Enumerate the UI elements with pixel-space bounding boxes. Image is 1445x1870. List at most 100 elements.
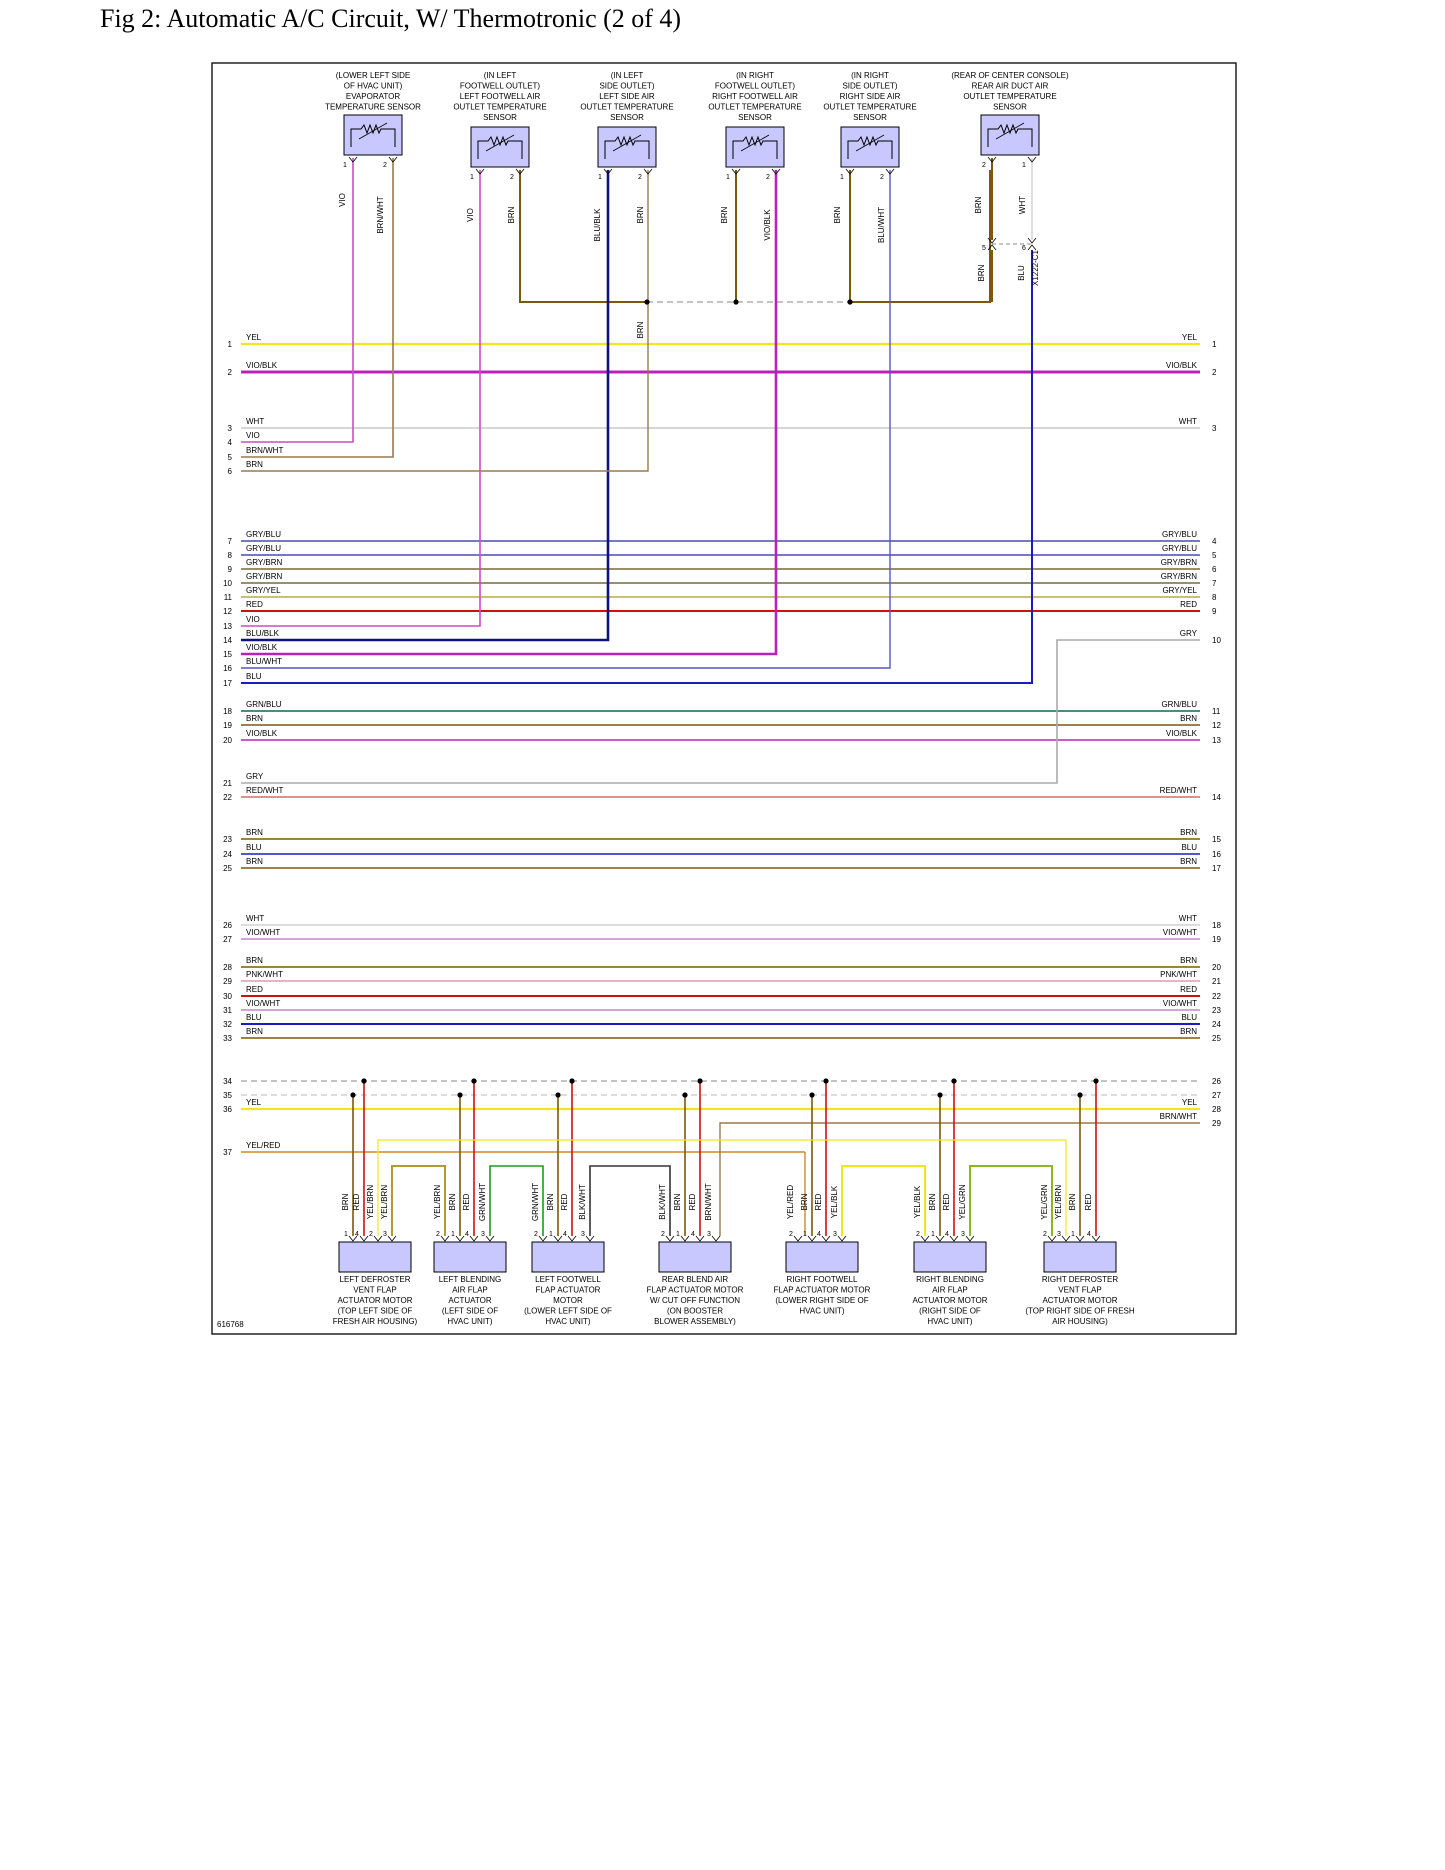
left-pin-wire-color: GRY/BRN: [246, 558, 283, 567]
left-pin-wire-color: VIO/WHT: [246, 999, 280, 1008]
sensor-box: [343, 114, 403, 156]
pin-terminal: [695, 1235, 705, 1242]
wire-lside-brn: [241, 170, 649, 472]
right-pin-number: 26: [1212, 1077, 1221, 1086]
splice-point: [697, 1078, 703, 1084]
actuator-pin-number: 3: [1057, 1231, 1061, 1238]
splice-point: [555, 1092, 561, 1098]
right-pin-number: 12: [1212, 721, 1221, 730]
actuator-box: [433, 1241, 507, 1273]
left-pin-number: 2: [228, 368, 233, 377]
left-pin-wire-color: YEL: [246, 333, 262, 342]
sensor-wire-label: BRN: [507, 206, 516, 223]
left-pin-wire-color: RED: [246, 985, 263, 994]
left-pin-wire-color: VIO: [246, 615, 260, 624]
pin-terminal: [1075, 1235, 1085, 1242]
left-pin-wire-color: YEL/RED: [246, 1141, 280, 1150]
pin-terminal: [485, 1235, 495, 1242]
splice-point: [457, 1092, 463, 1098]
right-pin-wire-color: RED/WHT: [1160, 786, 1197, 795]
temperature-sensor: [840, 126, 900, 175]
connector-terminal: [987, 237, 1037, 251]
actuator-pin-number: 4: [945, 1231, 949, 1238]
sensor-pin-number: 1: [598, 174, 602, 181]
temperature-sensor: [470, 126, 530, 175]
sensor-box: [597, 126, 657, 168]
right-pin-wire-color: WHT: [1179, 417, 1197, 426]
sensor-caption: SENSOR: [853, 113, 887, 122]
actuator-caption: ACTUATOR MOTOR: [337, 1296, 412, 1305]
actuator-caption: LEFT FOOTWELL: [535, 1275, 601, 1284]
sensor-caption: LEFT SIDE AIR: [599, 92, 655, 101]
actuator-pin-number: 4: [355, 1231, 359, 1238]
left-pin-number: 19: [223, 721, 232, 730]
connector-pin-number: 5: [982, 245, 986, 252]
actuator-caption: HVAC UNIT): [447, 1317, 493, 1326]
sensor-pin-number: 1: [1022, 162, 1026, 169]
pin-terminal: [920, 1235, 930, 1242]
left-pin-number: 8: [228, 551, 233, 560]
actuator-wire-label: BLK/WHT: [578, 1184, 587, 1220]
right-pin-number: 25: [1212, 1034, 1221, 1043]
actuator-caption: VENT FLAP: [1058, 1286, 1101, 1295]
actuator-wire-label: BRN: [1068, 1193, 1077, 1210]
left-pin-number: 32: [223, 1020, 232, 1029]
left-pin-number: 25: [223, 864, 232, 873]
left-pin-wire-color: PNK/WHT: [246, 970, 283, 979]
left-pin-number: 37: [223, 1148, 232, 1157]
left-pin-number: 6: [228, 467, 233, 476]
right-pin-number: 28: [1212, 1105, 1221, 1114]
actuator-pin-number: 1: [931, 1231, 935, 1238]
sensor-wire-label: BLU/WHT: [877, 207, 886, 243]
pin-terminal: [475, 168, 485, 175]
thermistor-symbol: [477, 135, 523, 159]
splice-point: [951, 1078, 957, 1084]
left-pin-number: 21: [223, 779, 232, 788]
thermistor-arrow: [485, 134, 515, 152]
pin-terminal: [469, 1235, 479, 1242]
left-pin-number: 18: [223, 707, 232, 716]
sensor-caption: TEMPERATURE SENSOR: [325, 103, 421, 112]
left-pin-number: 35: [223, 1091, 232, 1100]
wire-rside-brn: [849, 170, 991, 303]
actuator-caption: VENT FLAP: [353, 1286, 396, 1295]
right-pin-wire-color: BRN: [1180, 714, 1197, 723]
actuator-box: [1043, 1241, 1117, 1273]
left-pin-number: 14: [223, 636, 232, 645]
wire-yelgrn: [969, 1165, 1053, 1236]
actuator-caption: (RIGHT SIDE OF: [919, 1307, 981, 1316]
sensor-caption: FOOTWELL OUTLET): [460, 82, 540, 91]
left-pin-number: 5: [228, 453, 233, 462]
wire-rear-blu: [241, 250, 1033, 684]
sensor-caption: EVAPORATOR: [346, 92, 400, 101]
pin-terminal: [515, 168, 525, 175]
temperature-sensor: [597, 126, 657, 175]
thermistor-arrow: [740, 134, 770, 152]
thermistor-arrow: [855, 134, 885, 152]
actuator-wire-label: BRN: [928, 1193, 937, 1210]
wire-yelblk: [841, 1165, 926, 1236]
wire-rside-bluwht: [241, 170, 891, 669]
wire-yelbrn-local: [391, 1165, 446, 1236]
actuator-caption: FLAP ACTUATOR: [536, 1286, 601, 1295]
right-pin-number: 29: [1212, 1119, 1221, 1128]
actuator-caption: RIGHT FOOTWELL: [787, 1275, 859, 1284]
thermistor-arrow: [358, 122, 388, 140]
right-pin-number: 18: [1212, 921, 1221, 930]
pin-terminal: [807, 1235, 817, 1242]
sensor-wire-label: BLU/BLK: [593, 208, 602, 242]
splice-point: [682, 1092, 688, 1098]
splice-point: [809, 1092, 815, 1098]
right-pin-wire-color: BLU: [1181, 1013, 1197, 1022]
actuator-pin-number: 2: [789, 1231, 793, 1238]
left-pin-wire-color: BRN: [246, 1027, 263, 1036]
sensor-caption: LEFT FOOTWELL AIR: [460, 92, 541, 101]
sensor-wire-label: VIO: [338, 193, 347, 207]
left-pin-wire-color: BRN: [246, 460, 263, 469]
actuator-pin-number: 2: [436, 1231, 440, 1238]
actuator-wire-label: GRN/WHT: [531, 1183, 540, 1221]
thermistor-arrow: [612, 134, 642, 152]
left-pin-number: 1: [228, 340, 233, 349]
wire-lfoot-brn: [519, 170, 647, 303]
